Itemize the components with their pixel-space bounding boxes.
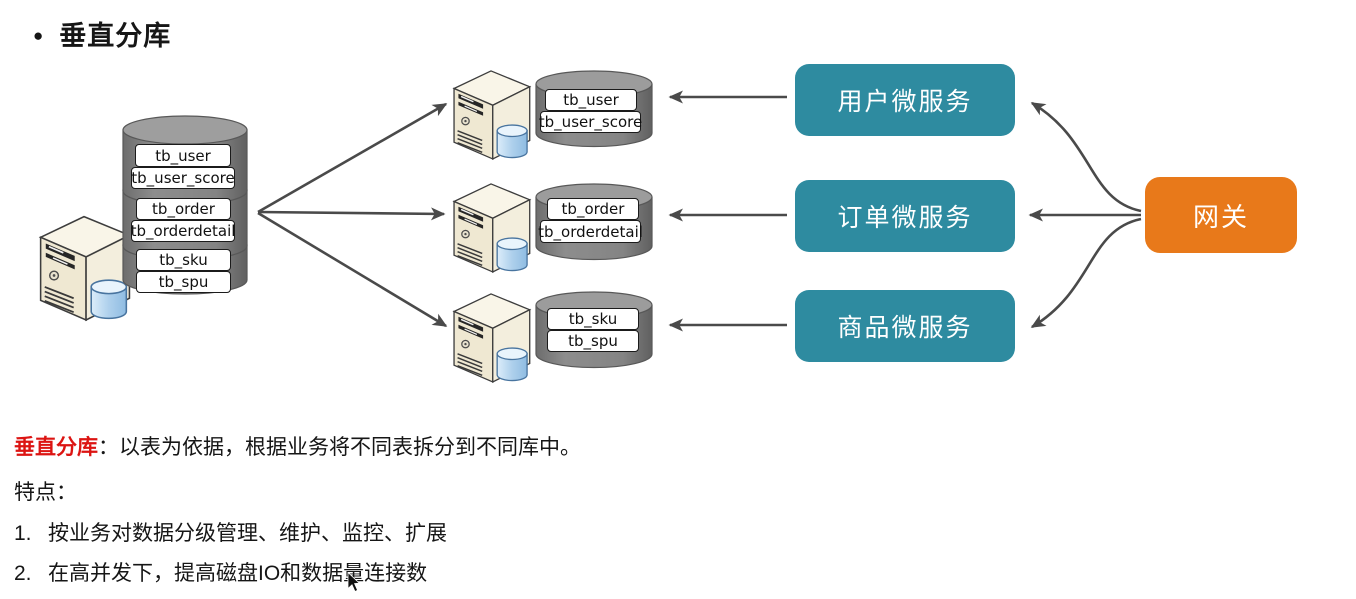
table-label: tb_order: [136, 198, 231, 220]
table-label: tb_orderdetail: [130, 220, 236, 242]
service-box-user: 用户微服务: [795, 64, 1015, 136]
table-label: tb_spu: [136, 271, 231, 293]
feature-item-2: 2. 在高并发下，提高磁盘IO和数据量连接数: [14, 557, 427, 587]
table-label: tb_orderdetail: [538, 220, 643, 243]
service-box-order: 订单微服务: [795, 180, 1015, 252]
feature-item-1: 1. 按业务对数据分级管理、维护、监控、扩展: [14, 517, 447, 547]
table-label: tb_sku: [136, 249, 231, 271]
table-label: tb_sku: [547, 308, 639, 330]
feature-text: 在高并发下，提高磁盘IO和数据量连接数: [48, 562, 428, 585]
feature-text: 按业务对数据分级管理、维护、监控、扩展: [48, 522, 447, 545]
arrow-gateway-to-service3: [1030, 217, 1142, 329]
slide-title-row: ● 垂直分库: [33, 14, 171, 53]
definition-line: 垂直分库：以表为依据，根据业务将不同表拆分到不同库中。: [14, 431, 581, 461]
page-title: 垂直分库: [59, 21, 172, 51]
feature-number: 2.: [14, 562, 32, 585]
shard2-server-icon: [447, 166, 535, 274]
service-box-product: 商品微服务: [795, 290, 1015, 362]
table-label: tb_spu: [547, 330, 639, 352]
bullet-icon: ●: [33, 26, 44, 45]
shard3-server-icon: [447, 276, 535, 384]
shard1-server-icon: [447, 53, 535, 161]
table-label: tb_user_score: [538, 111, 643, 133]
table-label: tb_user_score: [131, 167, 235, 189]
table-label: tb_user: [135, 144, 231, 167]
arrow-gateway-to-service1: [1030, 101, 1142, 213]
definition-text: 以表为依据，根据业务将不同表拆分到不同库中。: [119, 436, 581, 459]
definition-colon: ：: [98, 436, 119, 459]
table-label: tb_user: [545, 89, 637, 111]
arrow-source-to-shard3: [257, 211, 448, 328]
arrow-source-to-shard1: [257, 102, 448, 214]
mouse-cursor-icon: [347, 572, 361, 593]
definition-term: 垂直分库: [14, 436, 98, 459]
gateway-box: 网关: [1145, 177, 1297, 253]
arrow-source-to-shard2: [257, 207, 446, 221]
table-label: tb_order: [547, 198, 639, 220]
features-heading: 特点：: [14, 481, 77, 504]
feature-number: 1.: [14, 522, 32, 545]
